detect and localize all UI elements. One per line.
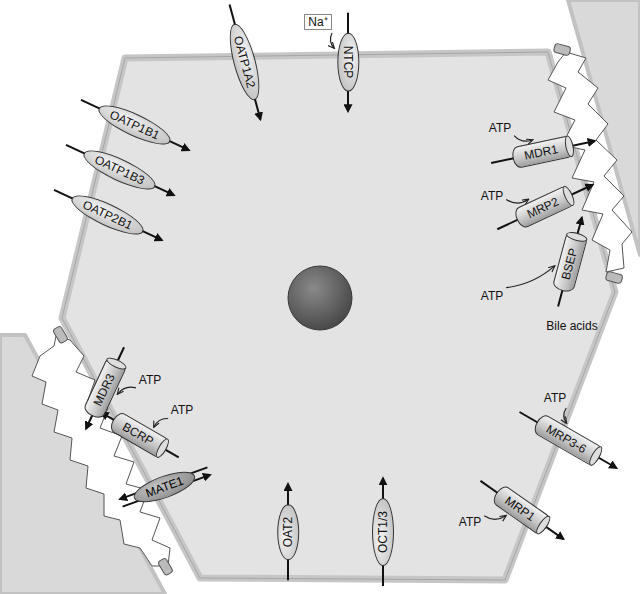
transporter-name: OAT2 — [281, 517, 295, 547]
atp-arrow — [564, 408, 567, 423]
atp-arrow — [506, 266, 554, 288]
ion-label: Na⁺ — [304, 14, 331, 30]
atp-arrow — [330, 33, 334, 48]
hepatocyte-outline — [62, 52, 615, 580]
transporter-name: NTCP — [341, 46, 355, 79]
atp-arrow — [484, 516, 506, 520]
atp-label: ATP — [544, 391, 566, 405]
substrate-label: Bile acids — [546, 319, 597, 333]
atp-arrow — [154, 418, 168, 426]
atp-arrow — [506, 199, 528, 203]
bile-canaliculus — [548, 52, 632, 272]
slc-transporter: NTCP — [337, 33, 359, 92]
transport-arrow — [480, 481, 563, 539]
atp-label: ATP — [481, 189, 503, 203]
atp-label: ATP — [481, 289, 503, 303]
transport-arrow — [66, 145, 174, 195]
transporter-name: OCT1/3 — [376, 511, 390, 553]
atp-label: ATP — [139, 373, 161, 387]
atp-label: ATP — [459, 515, 481, 529]
transport-arrow — [497, 185, 592, 230]
slc-transporter: OCT1/3 — [372, 498, 394, 566]
transport-arrows — [54, 4, 616, 586]
atp-arrows — [118, 33, 567, 519]
tight-junction — [158, 558, 174, 576]
nucleus — [288, 266, 352, 330]
transport-arrow — [81, 100, 189, 150]
atp-label: ATP — [489, 121, 511, 135]
transporter-name: MDR1 — [523, 142, 559, 163]
transport-arrow — [54, 190, 162, 240]
transport-arrow — [519, 412, 616, 468]
tight-junction — [553, 43, 571, 56]
atp-arrow — [118, 387, 136, 394]
tight-junction — [605, 271, 623, 284]
transporter-name: BSEP — [559, 247, 581, 282]
atp-arrow — [514, 136, 532, 142]
hepatocyte — [62, 52, 615, 580]
tight-junction — [53, 326, 69, 344]
atp-label: ATP — [171, 403, 193, 417]
slc-transporter: OAT2 — [277, 504, 299, 560]
